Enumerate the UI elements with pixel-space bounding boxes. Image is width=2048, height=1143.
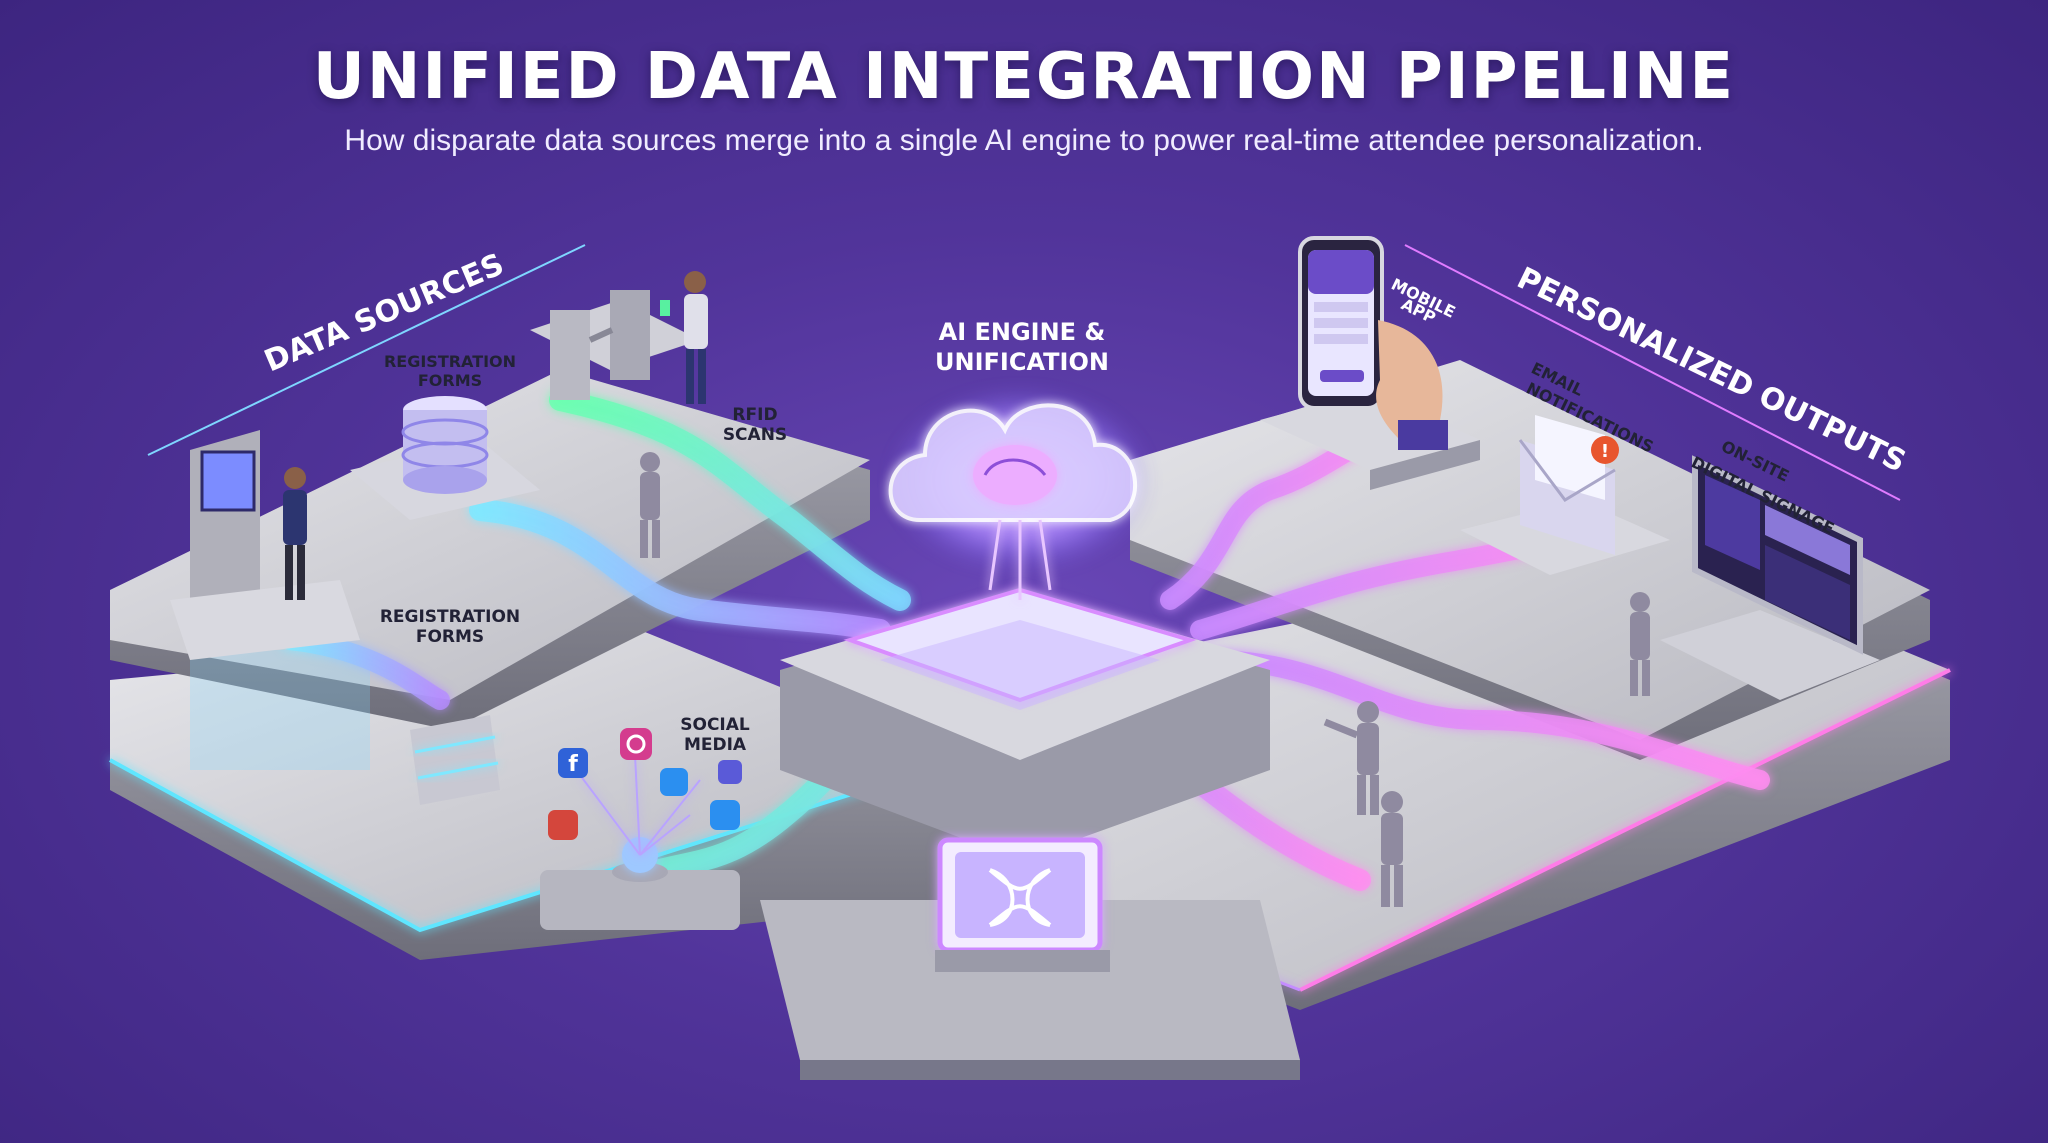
label-ai-engine-2: UNIFICATION bbox=[935, 348, 1109, 376]
ticket-badge-icon bbox=[935, 837, 1110, 972]
kiosk-icon bbox=[170, 430, 360, 660]
label-registration-forms-bottom: REGISTRATION bbox=[380, 607, 520, 627]
shelf-icon bbox=[410, 715, 500, 805]
label-rfid-scans: RFID bbox=[732, 405, 777, 425]
stream-signage bbox=[1200, 650, 1770, 790]
label-social-media-2: MEDIA bbox=[684, 735, 747, 755]
instagram-icon bbox=[620, 728, 652, 760]
label-social-media: SOCIAL bbox=[680, 715, 750, 735]
phone-icon bbox=[1260, 236, 1480, 490]
base-platform-center bbox=[760, 900, 1300, 1080]
label-registration-forms-top-2: FORMS bbox=[418, 371, 482, 390]
outputs-bracket bbox=[1404, 244, 1901, 501]
database-icon bbox=[350, 396, 540, 520]
social-icons: f bbox=[540, 728, 742, 930]
twitter-icon-1 bbox=[660, 768, 688, 796]
stream-rfid bbox=[549, 389, 911, 611]
page-subtitle: How disparate data sources merge into a … bbox=[344, 124, 1704, 157]
stream-registration bbox=[469, 499, 891, 641]
page-title: UNIFIED DATA INTEGRATION PIPELINE bbox=[312, 40, 1736, 114]
attendee-figure-2 bbox=[1630, 592, 1650, 696]
attendee-figure-1 bbox=[640, 452, 660, 558]
turnstile-icon bbox=[530, 271, 708, 404]
svg-text:!: ! bbox=[1601, 441, 1609, 462]
label-ai-engine: AI ENGINE & bbox=[939, 318, 1106, 346]
envelope-icon: ! bbox=[1460, 415, 1670, 575]
label-registration-forms-top: REGISTRATION bbox=[384, 352, 516, 371]
label-rfid-scans-2: SCANS bbox=[723, 425, 787, 445]
sources-bracket bbox=[147, 244, 586, 456]
alert-badge bbox=[1591, 436, 1619, 464]
ai-engine-platform bbox=[780, 587, 1270, 860]
base-platform-left bbox=[109, 630, 961, 960]
svg-text:f: f bbox=[568, 752, 578, 777]
signage-screen-icon bbox=[1660, 455, 1880, 700]
twitter-icon-2 bbox=[710, 800, 740, 830]
message-icon bbox=[548, 810, 578, 840]
attendee-figure-4 bbox=[1381, 791, 1403, 907]
attendee-figure-3 bbox=[1323, 701, 1379, 815]
stream-kiosk bbox=[280, 630, 450, 710]
app-icon-small bbox=[718, 760, 742, 784]
facebook-icon bbox=[558, 748, 588, 778]
ai-cloud-brain-icon bbox=[888, 390, 1150, 600]
label-registration-forms-bottom-2: FORMS bbox=[416, 627, 484, 647]
